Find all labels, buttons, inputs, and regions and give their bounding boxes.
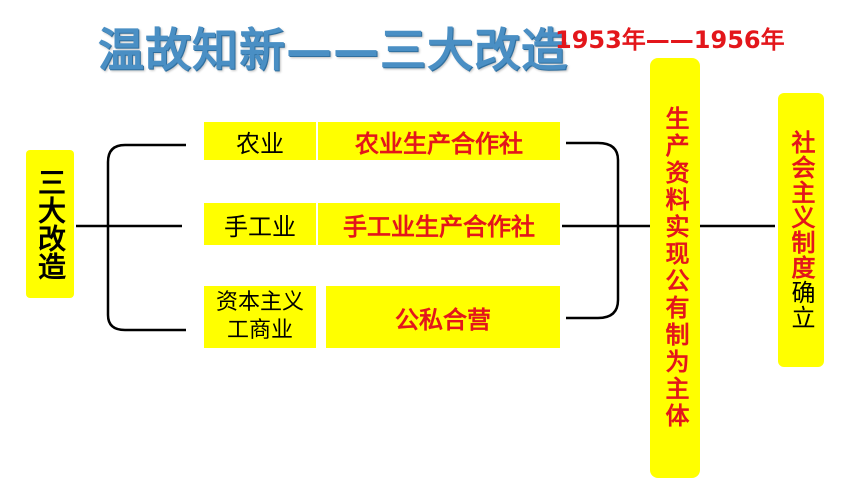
sector-label-line1: 资本主义 (215, 290, 304, 315)
socialist-system-label: 社会主义制度 (787, 130, 815, 280)
sector-box-capitalist-commerce: 资本主义 工商业 (204, 286, 316, 348)
sector-box-handicraft: 手工业 (204, 203, 316, 245)
right-bracket (566, 141, 620, 320)
three-transformations-label: 三大改造 (34, 168, 67, 280)
three-transformations-box: 三大改造 (26, 150, 74, 298)
socialist-system-box: 社会主义制度 确立 (778, 93, 824, 367)
result-box-handicraft: 手工业生产合作社 (318, 203, 560, 245)
result-label: 公私合营 (395, 305, 491, 334)
result-box-agriculture: 农业生产合作社 (318, 122, 560, 160)
period-label: 1953年——1956年 (555, 26, 785, 54)
result-label: 农业生产合作社 (355, 129, 523, 158)
result-box-capitalist-commerce: 公私合营 (326, 286, 560, 348)
sector-label-line2: 工商业 (226, 318, 293, 343)
sector-label: 手工业 (224, 212, 296, 241)
sector-box-agriculture: 农业 (204, 122, 316, 160)
established-label: 确立 (787, 280, 815, 330)
page-title: 温故知新——三大改造 (98, 23, 568, 77)
public-ownership-label: 生产资料实现公有制为主体 (661, 106, 689, 430)
sector-label: 农业 (236, 129, 284, 158)
left-bracket (106, 143, 186, 332)
result-label: 手工业生产合作社 (343, 212, 535, 241)
public-ownership-box: 生产资料实现公有制为主体 (650, 58, 700, 478)
